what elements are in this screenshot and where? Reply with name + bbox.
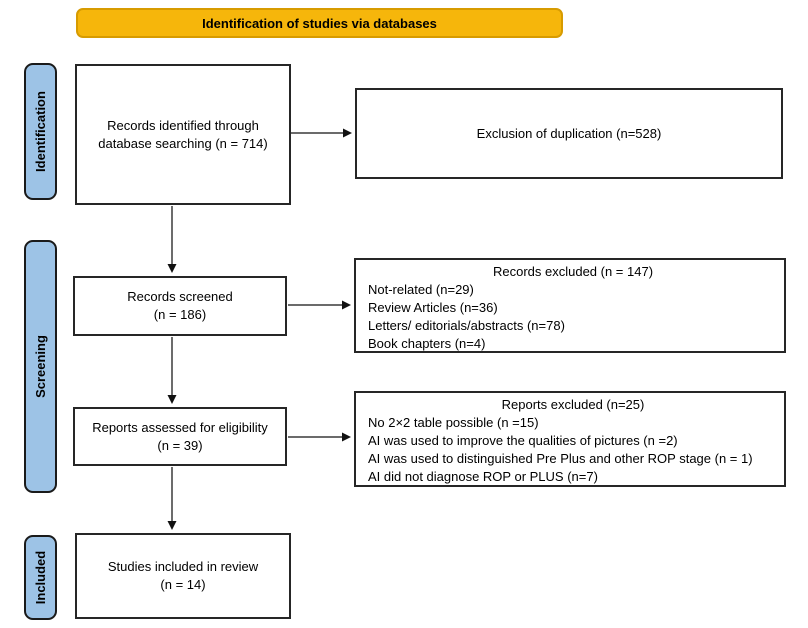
box-reports-assessed: Reports assessed for eligibility (n = 39… [73, 407, 287, 466]
stage-label-identification: Identification [33, 91, 49, 172]
box-reports-excluded-header: Reports excluded (n=25) [501, 397, 645, 412]
box-reports-assessed-line2: (n = 39) [157, 437, 203, 453]
stage-tab-included: Included [24, 535, 57, 620]
box-exclusion-duplication-line1: Exclusion of duplication (n=528) [476, 125, 662, 141]
box-records-identified: Records identified through database sear… [75, 64, 291, 205]
box-records-screened-line1: Records screened [127, 289, 233, 304]
stage-tab-screening: Screening [24, 240, 57, 493]
reports-excluded-item: AI was used to improve the qualities of … [368, 433, 678, 448]
box-studies-included-line1: Studies included in review [107, 559, 259, 574]
box-reports-excluded: Reports excluded (n=25) No 2×2 table pos… [354, 391, 786, 487]
box-studies-included: Studies included in review (n = 14) [75, 533, 291, 619]
reports-excluded-item: AI did not diagnose ROP or PLUS (n=7) [368, 469, 598, 484]
reports-excluded-item: AI was used to distinguished Pre Plus an… [368, 451, 753, 466]
box-records-excluded-header: Records excluded (n = 147) [492, 264, 654, 279]
box-records-screened-line2: (n = 186) [153, 307, 207, 322]
records-excluded-item: Letters/ editorials/abstracts (n=78) [368, 318, 565, 333]
banner-title: Identification of studies via databases [202, 15, 437, 31]
records-excluded-item: Not-related (n=29) [368, 282, 474, 297]
stage-label-included: Included [33, 550, 49, 605]
reports-excluded-item: No 2×2 table possible (n =15) [368, 415, 539, 430]
box-records-excluded: Records excluded (n = 147) Not-related (… [354, 258, 786, 353]
stage-label-screening: Screening [33, 335, 49, 398]
box-exclusion-duplication: Exclusion of duplication (n=528) [355, 88, 783, 179]
box-records-identified-line2: database searching (n = 714) [98, 135, 268, 151]
box-records-screened: Records screened (n = 186) [73, 276, 287, 336]
records-excluded-item: Book chapters (n=4) [368, 336, 486, 351]
box-records-identified-line1: Records identified through [107, 117, 259, 133]
box-studies-included-line2: (n = 14) [160, 577, 206, 592]
records-excluded-item: Review Articles (n=36) [368, 300, 498, 315]
banner: Identification of studies via databases [76, 8, 563, 38]
stage-tab-identification: Identification [24, 63, 57, 200]
box-reports-assessed-line1: Reports assessed for eligibility [92, 419, 268, 435]
